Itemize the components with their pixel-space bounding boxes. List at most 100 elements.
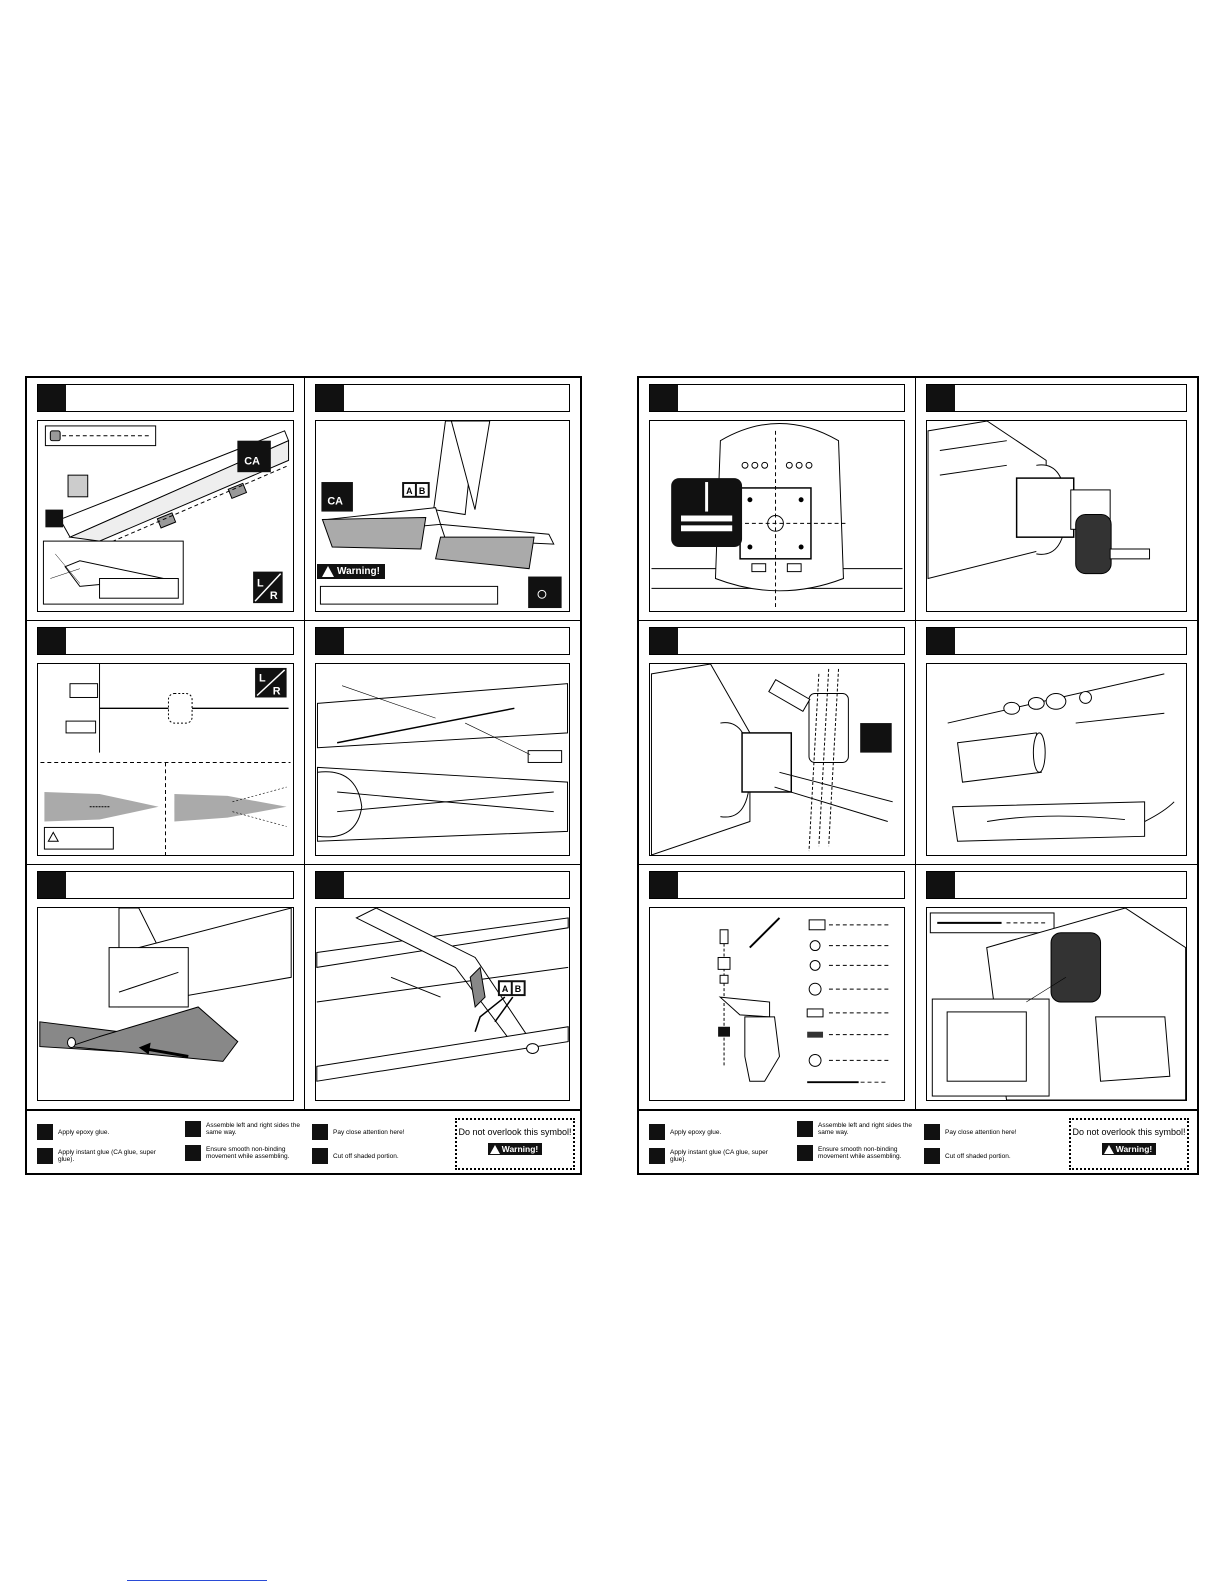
pushrod-drawing: L R xyxy=(40,664,291,855)
lr-badge-l: L xyxy=(259,673,266,685)
step-grid-right xyxy=(639,378,1197,1109)
legend-text: Apply epoxy glue. xyxy=(58,1128,110,1136)
pointing-hand-icon xyxy=(312,1124,328,1140)
lr-badge-r: R xyxy=(270,590,278,602)
illustration-throttle-linkage xyxy=(649,907,905,1101)
illustration-stabilizer-install xyxy=(37,907,294,1101)
smooth-movement-icon xyxy=(797,1145,813,1161)
footer-link-underline[interactable] xyxy=(127,1580,267,1581)
ca-badge-label: CA xyxy=(327,496,343,508)
step-engine-mount xyxy=(916,378,1197,621)
legend-item-instant-glue: Apply instant glue (CA glue, super glue)… xyxy=(37,1148,168,1164)
legend-item-epoxy: Apply epoxy glue. xyxy=(37,1124,109,1140)
step-firewall-drilling xyxy=(639,378,916,621)
step-number-block xyxy=(927,872,955,898)
step-header xyxy=(649,384,905,412)
step-number-block xyxy=(38,628,66,654)
wing-hinge-drawing: CA L R xyxy=(42,425,290,605)
step-header xyxy=(649,871,905,899)
step-number-block xyxy=(316,872,344,898)
instruction-page-left: CA L R xyxy=(25,376,582,1175)
legend-text: Pay close attention here! xyxy=(945,1128,1017,1136)
lr-badge-l: L xyxy=(257,577,264,589)
illustration-elevator-hinges: CA A B xyxy=(315,420,570,612)
hardware-parts-list xyxy=(806,919,889,1084)
step-stabilizer-install xyxy=(27,865,305,1109)
step-battery-receiver xyxy=(916,865,1197,1109)
legend-item-smooth: Ensure smooth non-binding movement while… xyxy=(185,1145,316,1161)
cut-off-icon xyxy=(924,1148,940,1164)
warning-triangle-icon xyxy=(489,1144,500,1154)
fuselage-cable-drawing xyxy=(316,683,569,842)
step-number-block xyxy=(927,385,955,411)
left-right-icon xyxy=(185,1121,201,1137)
step-number-block xyxy=(38,385,66,411)
legend-text: Assemble left and right sides the same w… xyxy=(818,1122,912,1136)
illustration-fuel-tank xyxy=(926,663,1187,856)
legend-item-cutoff: Cut off shaded portion. xyxy=(924,1148,1011,1164)
legend-item-smooth: Ensure smooth non-binding movement while… xyxy=(797,1145,928,1161)
legend-text: Cut off shaded portion. xyxy=(945,1152,1011,1160)
legend-text: Ensure smooth non-binding movement while… xyxy=(818,1146,902,1160)
overlook-text: Do not overlook this symbol! xyxy=(1072,1127,1186,1137)
warning-badge: Warning! xyxy=(487,1143,543,1155)
step-fuel-tank xyxy=(916,621,1197,865)
step-number-block xyxy=(650,872,678,898)
legend-text: Apply instant glue (CA glue, super glue)… xyxy=(670,1149,768,1163)
firewall-drawing xyxy=(651,422,903,609)
step-number-block xyxy=(316,385,344,411)
pointing-hand-icon xyxy=(924,1124,940,1140)
radio-compartment-drawing xyxy=(929,908,1186,1100)
step-header xyxy=(37,627,294,655)
tail-hinge-drawing: CA A B xyxy=(319,421,562,609)
step-header xyxy=(315,871,570,899)
legend-text: Cut off shaded portion. xyxy=(333,1152,399,1160)
legend-item-epoxy: Apply epoxy glue. xyxy=(649,1124,721,1140)
step-throttle-linkage xyxy=(639,865,916,1109)
ca-glue-icon xyxy=(649,1148,665,1164)
step-elevator-hinges: CA A B Warning! xyxy=(305,378,580,621)
step-header xyxy=(37,871,294,899)
illustration-aileron-hinges: CA L R xyxy=(37,420,294,612)
step-header xyxy=(926,384,1187,412)
step-number-block xyxy=(38,872,66,898)
legend-item-left-right: Assemble left and right sides the same w… xyxy=(185,1121,316,1137)
legend-text: Pay close attention here! xyxy=(333,1128,405,1136)
symbol-legend-left: Apply epoxy glue. Apply instant glue (CA… xyxy=(27,1109,580,1173)
engine-mount-drawing xyxy=(927,421,1151,580)
engine-exploded-drawing xyxy=(650,664,893,855)
step-header xyxy=(926,627,1187,655)
step-number-block xyxy=(650,628,678,654)
ab-badge-b: B xyxy=(419,486,425,496)
legend-text: Assemble left and right sides the same w… xyxy=(206,1122,300,1136)
illustration-control-horn: A B xyxy=(315,907,570,1101)
warning-label: Warning! xyxy=(1115,1144,1153,1154)
illustration-firewall-drilling xyxy=(649,420,905,612)
step-number-block xyxy=(927,628,955,654)
step-header xyxy=(926,871,1187,899)
step-control-cables xyxy=(305,621,580,865)
legend-text: Apply epoxy glue. xyxy=(670,1128,722,1136)
step-header xyxy=(315,627,570,655)
legend-item-instant-glue: Apply instant glue (CA glue, super glue)… xyxy=(649,1148,780,1164)
ab-glue-icon xyxy=(649,1124,665,1140)
overlook-text: Do not overlook this symbol! xyxy=(458,1127,572,1137)
warning-label: Warning! xyxy=(501,1144,539,1154)
step-aileron-hinges: CA L R xyxy=(27,378,305,621)
step-number-block xyxy=(650,385,678,411)
ca-glue-icon xyxy=(37,1148,53,1164)
warning-badge: Warning! xyxy=(1101,1143,1157,1155)
stabilizer-drawing xyxy=(39,908,292,1062)
step-grid-left: CA L R xyxy=(27,378,580,1109)
illustration-engine-mount xyxy=(926,420,1187,612)
ab-badge-b: B xyxy=(515,984,522,994)
warning-label: Warning! xyxy=(337,566,380,577)
step-number-block xyxy=(316,628,344,654)
lr-badge-r: R xyxy=(273,686,281,698)
illustration-battery-receiver xyxy=(926,907,1187,1101)
warning-triangle-icon xyxy=(322,566,334,577)
smooth-movement-icon xyxy=(185,1145,201,1161)
ab-glue-icon xyxy=(37,1124,53,1140)
legend-item-attention: Pay close attention here! xyxy=(924,1124,1017,1140)
do-not-overlook-box: Do not overlook this symbol! Warning! xyxy=(1069,1118,1189,1170)
